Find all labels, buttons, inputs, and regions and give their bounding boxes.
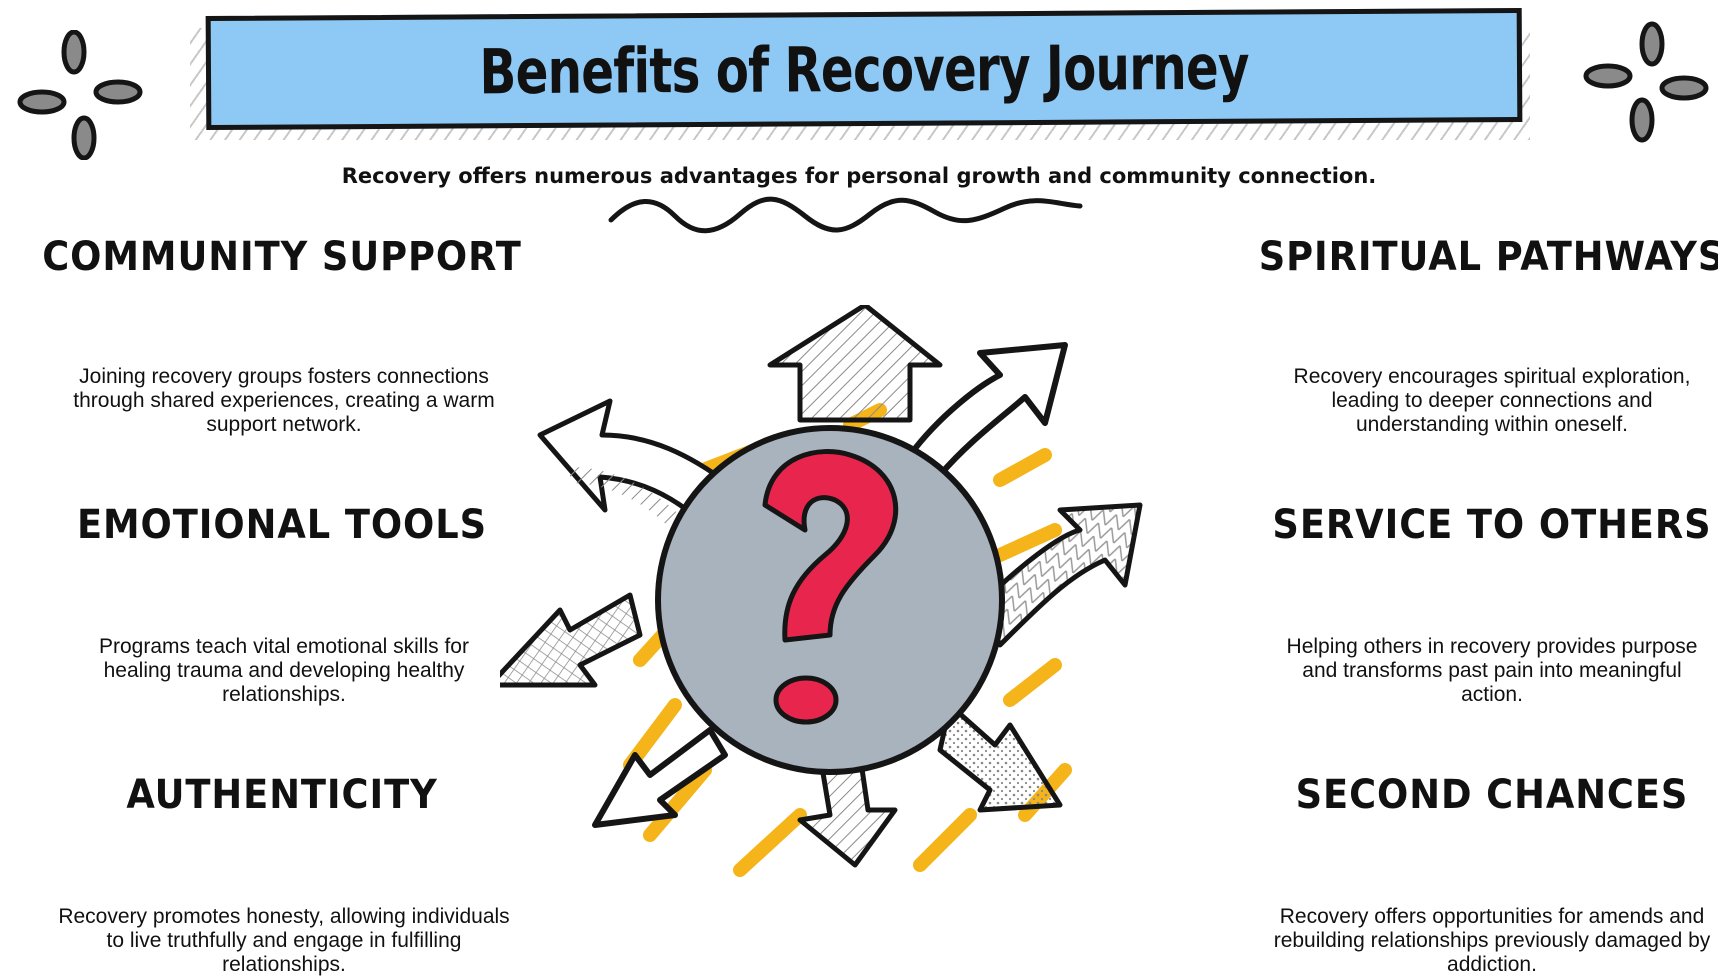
heading-service-to-others: Service to Others — [1272, 502, 1712, 548]
desc-authenticity: Recovery promotes honesty, allowing indi… — [58, 905, 510, 976]
desc-emotional-tools: Programs teach vital emotional skills fo… — [99, 635, 469, 706]
arrow-up-right-icon — [907, 342, 1068, 478]
arrow-right-icon — [977, 502, 1143, 648]
desc-spiritual-pathways: Recovery encourages spiritual exploratio… — [1293, 365, 1691, 436]
sparkle-left-icon — [17, 30, 143, 160]
heading-second-chances: Second Chances — [1295, 772, 1689, 818]
question-mark-icon — [762, 449, 899, 725]
central-diagram — [500, 305, 1143, 877]
heading-spiritual-pathways: Spiritual Pathways — [1258, 234, 1718, 280]
heading-emotional-tools: Emotional Tools — [76, 502, 488, 548]
arrow-down-left-icon — [592, 727, 728, 828]
arrow-up-icon — [767, 305, 943, 423]
arrow-down-right-icon — [937, 702, 1063, 813]
desc-service-to-others: Helping others in recovery provides purp… — [1286, 635, 1698, 706]
arrow-left-icon — [500, 592, 643, 688]
sparkle-right-icon — [1583, 21, 1709, 143]
page-subtitle: Recovery offers numerous advantages for … — [341, 164, 1377, 188]
wavy-underline-icon — [608, 196, 1083, 234]
desc-second-chances: Recovery offers opportunities for amends… — [1273, 905, 1711, 976]
title-banner: Benefits of Recovery Journey — [205, 7, 1523, 131]
desc-community-support: Joining recovery groups fosters connecti… — [73, 365, 495, 436]
arrow-up-left-icon — [537, 398, 733, 531]
heading-community-support: Community Support — [42, 234, 522, 280]
heading-authenticity: Authenticity — [126, 772, 438, 818]
page-title: Benefits of Recovery Journey — [479, 30, 1249, 108]
